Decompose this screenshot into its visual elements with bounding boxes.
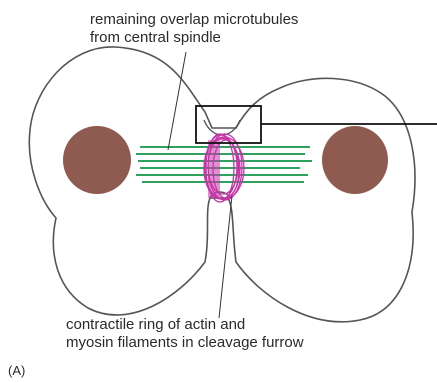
label-ring-line2: myosin filaments in cleavage furrow	[66, 334, 304, 352]
ring-front	[208, 140, 220, 198]
label-microtubules-line2: from central spindle	[90, 29, 298, 47]
nucleus-right	[322, 126, 388, 194]
label-contractile-ring: contractile ring of actin and myosin fil…	[66, 316, 304, 352]
label-microtubules: remaining overlap microtubules from cent…	[90, 11, 298, 47]
leader-ring	[219, 196, 232, 318]
panel-label: (A)	[8, 363, 25, 378]
label-microtubules-line1: remaining overlap microtubules	[90, 11, 298, 29]
nucleus-left	[63, 126, 131, 194]
label-ring-line1: contractile ring of actin and	[66, 316, 304, 334]
